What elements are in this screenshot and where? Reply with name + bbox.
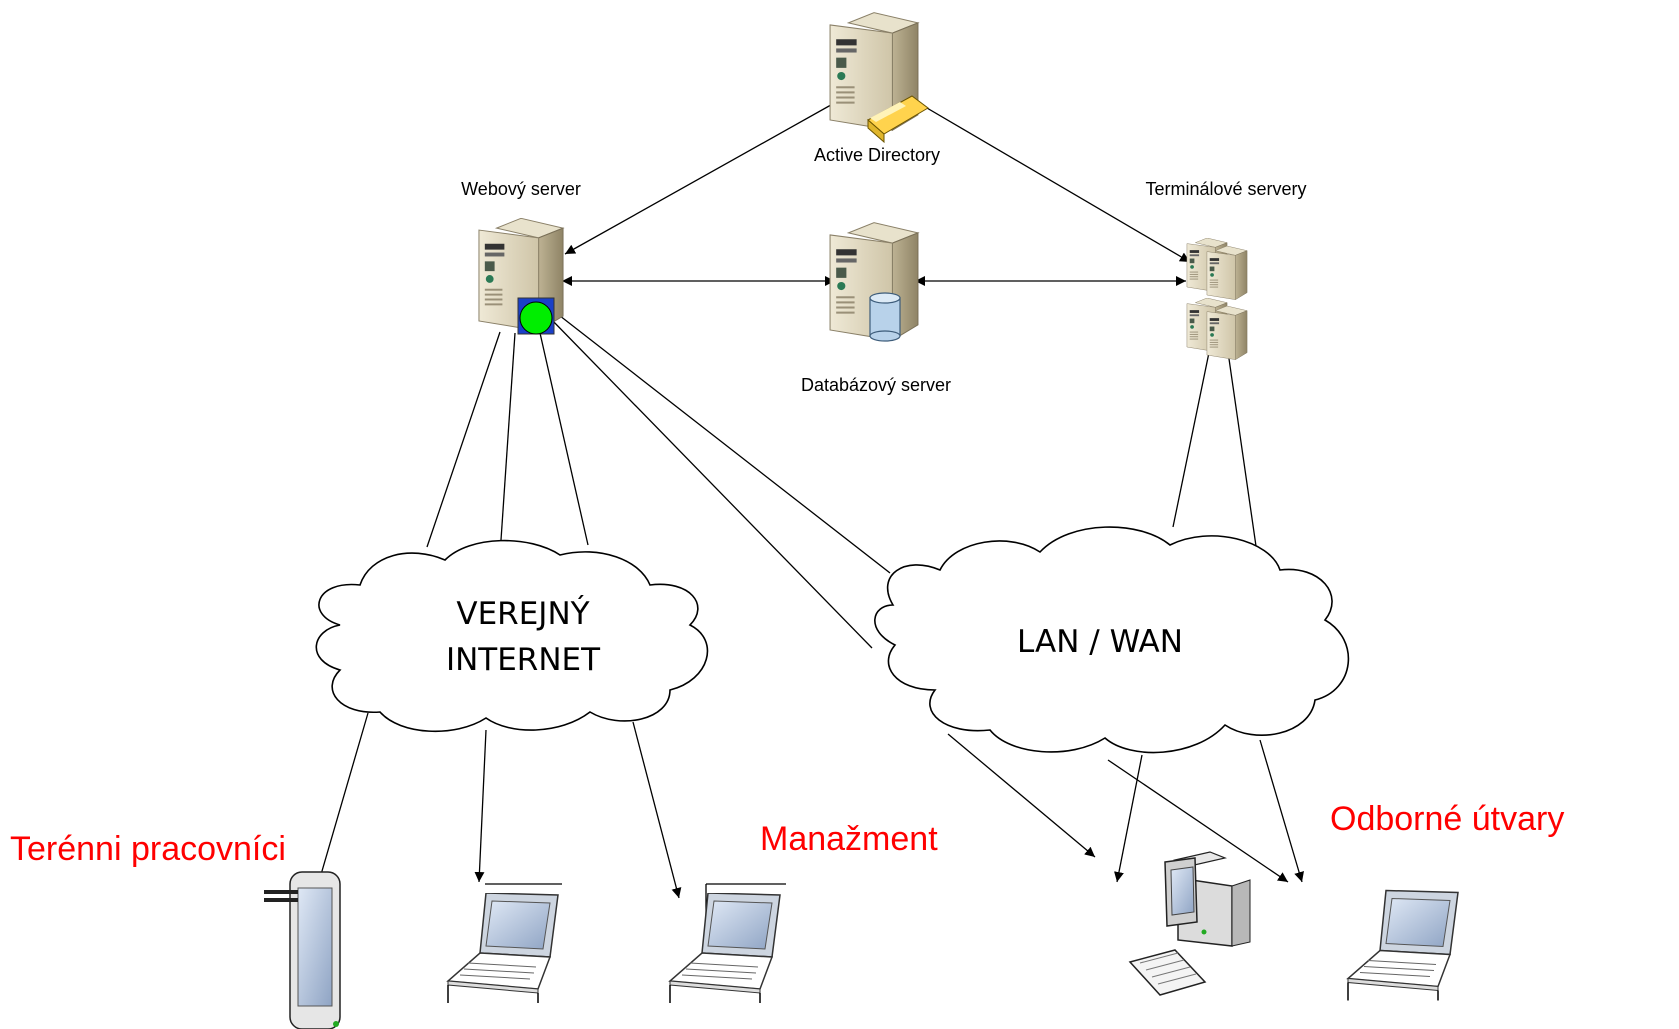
cloud-icon [315,539,709,733]
departments-label: Odborné útvary [1330,800,1564,838]
web-server-node: Webový server [461,179,581,335]
link-internet-laptop-2 [632,721,682,899]
link-web-internet-2 [500,332,516,541]
link-web-lan-1 [554,311,891,574]
database-cylinder-icon [869,292,901,342]
link-internet-laptop-1 [474,729,487,883]
management-label: Manažment [760,820,938,858]
link-lan-laptop-2 [1259,739,1304,883]
laptop-icon [447,883,562,1003]
link-ad-web [564,100,839,255]
ldap-card-icon [867,95,929,144]
database-server-label: Databázový server [801,375,951,395]
active-directory-node: Active Directory [814,12,940,165]
link-lan-desktop-1 [947,733,1096,858]
cloud-icon [874,526,1350,754]
terminal-servers-label: Terminálové servery [1145,179,1306,199]
globe-icon [517,297,555,335]
link-terminal-lan-2 [1225,337,1259,561]
link-lan-laptop-1 [1107,759,1289,883]
server-cluster-icon [1186,238,1248,360]
tablet-icon [264,871,341,1029]
terminal-servers-node: Terminálové servery [1145,179,1307,360]
link-terminal-lan-1 [1172,337,1213,528]
laptop-icon [669,883,786,1003]
lan-wan-cloud-label: LAN / WAN [1017,624,1183,660]
field-workers-label: Terénni pracovníci [10,830,286,868]
laptop-icon [1347,889,1459,1002]
link-internet-tablet [310,712,369,903]
public-internet-cloud: VEREJNÝ INTERNET [315,539,709,733]
link-web-internet-3 [539,332,589,546]
active-directory-label: Active Directory [814,145,940,165]
link-web-lan-2 [549,317,873,649]
server-icon [1206,306,1248,360]
connections [310,100,1304,903]
internet-cloud-line1: VEREJNÝ [456,596,589,632]
internet-cloud-line2: INTERNET [446,642,601,678]
link-lan-desktop-2 [1114,754,1143,883]
web-server-label: Webový server [461,179,581,199]
link-web-internet-1 [426,331,501,548]
desktop-pc-icon [1128,851,1251,996]
database-server-node: Databázový server [801,222,951,395]
server-icon [1206,246,1248,300]
link-ad-terminal [914,100,1191,263]
lan-wan-cloud: LAN / WAN [874,526,1350,754]
